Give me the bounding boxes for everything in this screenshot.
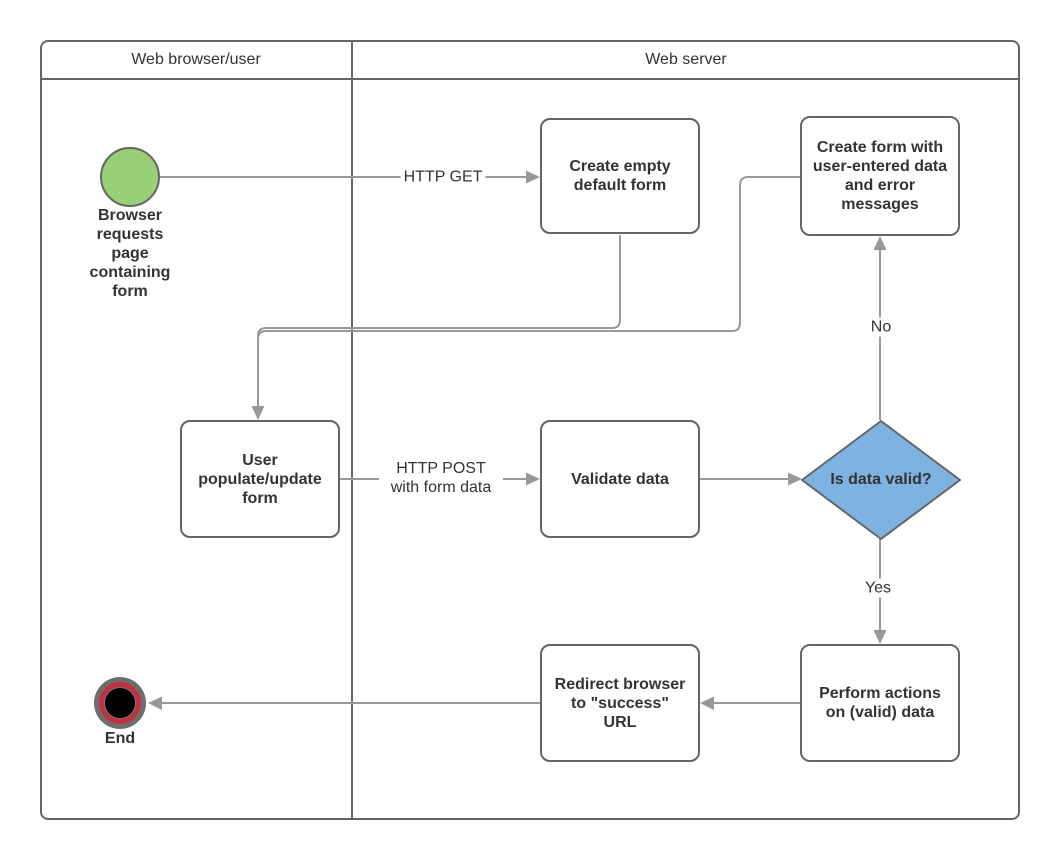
activity-validate-data: Validate data — [540, 420, 700, 538]
lane-label-web-browser-user: Web browser/user — [131, 50, 261, 68]
activity-label: Create form with user-entered data and e… — [812, 139, 948, 213]
edge-label-http-post: HTTP POST with form data — [379, 459, 503, 497]
edge-label-http-get: HTTP GET — [400, 167, 486, 187]
activity-label: Validate data — [571, 470, 669, 488]
lane-label-web-server: Web server — [645, 50, 727, 68]
activity-label: Create empty default form — [569, 158, 671, 194]
activity-user-populate-update-form: User populate/update form — [180, 420, 340, 538]
lane-header-underline — [41, 78, 1019, 80]
end-node-red-ring — [99, 682, 141, 724]
decision-is-data-valid: Is data valid? — [802, 421, 960, 539]
start-node — [100, 147, 160, 207]
end-node-label: End — [104, 730, 136, 747]
activity-perform-actions-on-valid-data: Perform actions on (valid) data — [800, 644, 960, 762]
decision-label: Is data valid? — [830, 471, 932, 488]
activity-label: Redirect browser to "success" URL — [554, 675, 686, 731]
lane-header-web-server: Web server — [352, 40, 1020, 79]
lane-header-web-browser-user: Web browser/user — [40, 40, 352, 79]
edge-label-no: No — [867, 317, 895, 337]
activity-create-form-with-errors: Create form with user-entered data and e… — [800, 116, 960, 236]
start-node-label: Browser requests page containing form — [89, 207, 171, 300]
activity-label: User populate/update form — [198, 451, 322, 507]
edge-label-yes: Yes — [861, 578, 895, 598]
lane-divider — [351, 41, 353, 819]
activity-label: Perform actions on (valid) data — [819, 685, 941, 721]
swimlane-pool — [40, 40, 1020, 820]
activity-redirect-browser-to-success-url: Redirect browser to "success" URL — [540, 644, 700, 762]
activity-create-empty-default-form: Create empty default form — [540, 118, 700, 234]
end-node-core — [105, 688, 135, 718]
end-node — [94, 677, 146, 729]
